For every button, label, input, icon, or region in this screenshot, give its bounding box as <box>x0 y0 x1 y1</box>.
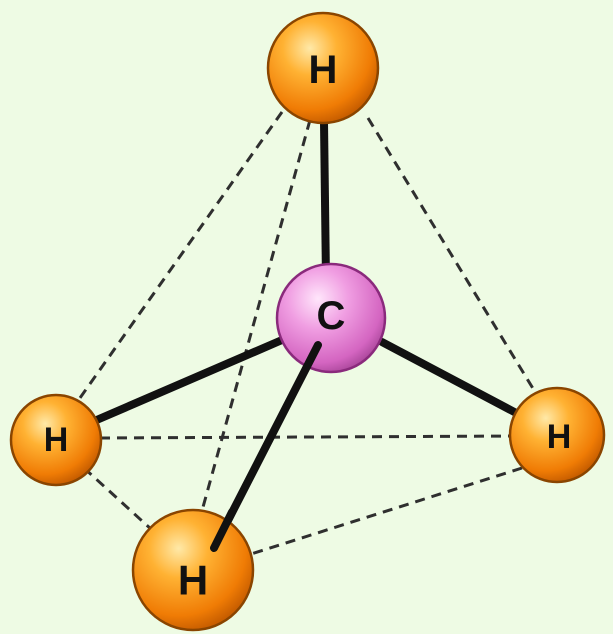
hydrogen-right-atom: H <box>508 386 606 484</box>
bond-carbon-top <box>320 118 330 284</box>
carbon-atom: C <box>275 262 387 374</box>
hydrogen-right-label: H <box>547 418 572 456</box>
bond-carbon-right <box>378 338 524 419</box>
tetrahedron-edges <box>73 111 542 557</box>
hydrogen-bottom-atom: H <box>131 508 255 632</box>
hydrogen-bottom-label: H <box>178 557 208 604</box>
hydrogen-top-atom: H <box>266 11 380 125</box>
bonds <box>88 118 524 426</box>
edge-top-left <box>73 111 284 406</box>
edge-left-bottom <box>82 466 154 532</box>
bond-carbon-left <box>88 336 286 426</box>
edge-top-bottom <box>198 119 312 519</box>
bond-carbon-bottom <box>214 341 322 544</box>
bond-carbon-bottom-overlap <box>210 508 236 552</box>
hydrogen-left-atom: H <box>9 393 103 487</box>
hydrogen-left-label: H <box>44 421 69 459</box>
hydrogen-top-label: H <box>309 48 338 92</box>
edge-top-right <box>366 117 542 401</box>
carbon-label: C <box>317 294 346 338</box>
edge-right-bottom <box>247 466 523 557</box>
edge-left-right <box>99 434 521 440</box>
